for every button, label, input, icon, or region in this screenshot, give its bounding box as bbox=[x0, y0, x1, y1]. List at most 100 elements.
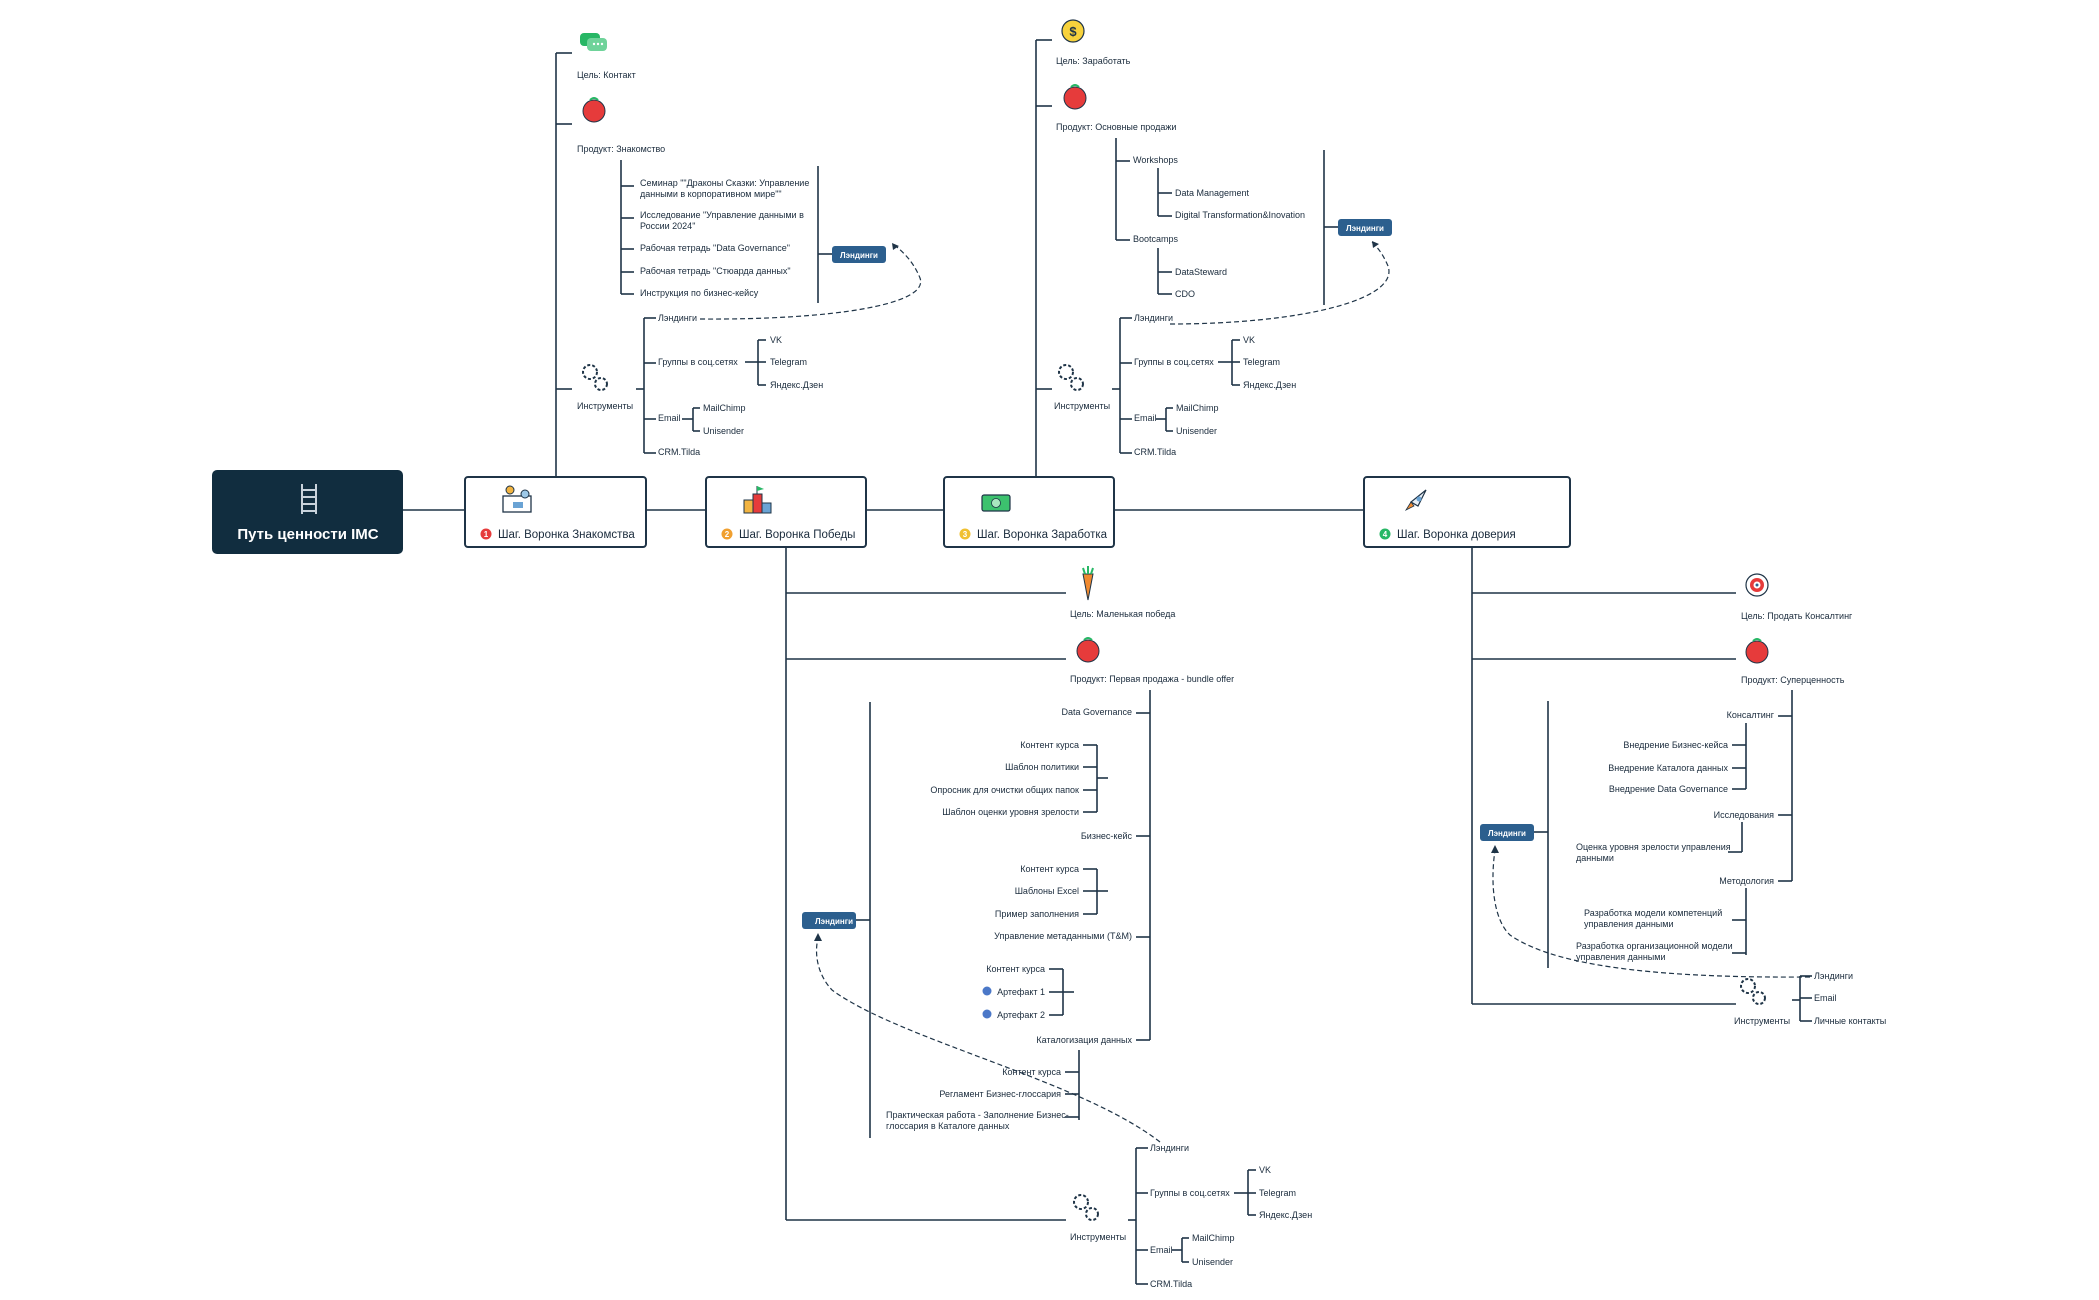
s4-tools-label: Инструменты bbox=[1734, 1016, 1790, 1026]
s4-landing-connector bbox=[1492, 849, 1811, 978]
s3-social-telegram: Telegram bbox=[1243, 357, 1280, 367]
s3-bootcamp-cdo: CDO bbox=[1175, 289, 1195, 299]
s3-workshop-data-management: Data Management bbox=[1175, 188, 1250, 198]
step-4-number: 4 bbox=[1383, 530, 1388, 539]
s1-landing-connector bbox=[699, 242, 922, 320]
podium-icon bbox=[743, 486, 772, 514]
rocket-icon bbox=[1404, 489, 1427, 511]
s1-product-item-3: Рабочая тетрадь "Data Governance" bbox=[640, 243, 790, 253]
s1-social-telegram: Telegram bbox=[770, 357, 807, 367]
question-icon bbox=[982, 986, 992, 996]
s4-method-item-1: Разработка модели компетенций управления… bbox=[1584, 908, 1725, 929]
s4-group-consulting: Консалтинг bbox=[1727, 710, 1775, 720]
s1-social-dzen: Яндекс.Дзен bbox=[770, 380, 823, 390]
s1-email-mailchimp: MailChimp bbox=[703, 403, 746, 413]
s1-tool-landings: Лэндинги bbox=[658, 313, 697, 323]
s2-goal-label: Цель: Маленькая победа bbox=[1070, 609, 1175, 619]
step-4-badge bbox=[1379, 528, 1391, 540]
tomato-icon bbox=[1745, 638, 1769, 664]
s3-tools-label: Инструменты bbox=[1054, 401, 1110, 411]
s2-md-item-2: Артефакт 1 bbox=[997, 987, 1045, 997]
s1-product-item-1: Семинар ""Драконы Сказки: Управление дан… bbox=[640, 178, 812, 199]
s2-cat-item-2: Регламент Бизнес-глоссария bbox=[939, 1089, 1061, 1099]
s2-tool-email: Email bbox=[1150, 1245, 1173, 1255]
s3-social-vk: VK bbox=[1243, 335, 1255, 345]
s3-goal-label: Цель: Заработать bbox=[1056, 56, 1131, 66]
step-3-badge bbox=[959, 528, 971, 540]
gears-icon bbox=[1058, 364, 1084, 391]
s2-landing-tag[interactable]: Лэндинги bbox=[802, 912, 856, 929]
tomato-icon bbox=[1063, 84, 1087, 110]
svg-text:$: $ bbox=[1069, 24, 1077, 39]
s1-product-label: Продукт: Знакомство bbox=[577, 144, 665, 154]
step-2-branch: Цель: Маленькая победа Продукт: Первая п… bbox=[785, 547, 1312, 1289]
s2-group-catalog: Каталогизация данных bbox=[1036, 1035, 1132, 1045]
s1-social-vk: VK bbox=[770, 335, 782, 345]
s1-landing-tag[interactable]: Лэндинги bbox=[832, 246, 886, 263]
s1-tool-crm: CRM.Tilda bbox=[658, 447, 700, 457]
carrot-icon bbox=[1082, 566, 1094, 601]
step-2-number: 2 bbox=[725, 530, 730, 539]
s3-landing-connector bbox=[1169, 241, 1390, 325]
s2-bc-item-3: Пример заполнения bbox=[995, 909, 1079, 919]
step-3-number: 3 bbox=[963, 530, 968, 539]
s2-tool-social: Группы в соц.сетях bbox=[1150, 1188, 1230, 1198]
gears-icon bbox=[1740, 978, 1766, 1005]
step-1-number: 1 bbox=[484, 530, 489, 539]
s4-goal-label: Цель: Продать Консалтинг bbox=[1741, 611, 1853, 621]
s4-group-research: Исследования bbox=[1714, 810, 1774, 820]
s3-bootcamps: Bootcamps bbox=[1133, 234, 1179, 244]
step-3-label: Шаг. Воронка Заработка bbox=[977, 529, 1108, 541]
step-2-badge bbox=[721, 528, 733, 540]
s3-tool-social: Группы в соц.сетях bbox=[1134, 357, 1214, 367]
s2-email-unisender: Unisender bbox=[1192, 1257, 1233, 1267]
step-2-label: Шаг. Воронка Победы bbox=[739, 529, 855, 541]
s4-tool-landings: Лэндинги bbox=[1814, 971, 1853, 981]
s4-method-item-2: Разработка организационной модели управл… bbox=[1576, 941, 1735, 962]
step-4-label: Шаг. Воронка доверия bbox=[1397, 529, 1516, 541]
s3-tool-crm: CRM.Tilda bbox=[1134, 447, 1176, 457]
s4-landing-tag[interactable]: Лэндинги bbox=[1480, 824, 1534, 841]
step-3-branch: $ Цель: Заработать Продукт: Основные про… bbox=[1035, 19, 1392, 477]
step-1-node[interactable]: 1 Шаг. Воронка Знакомства bbox=[464, 476, 647, 548]
step-2-node[interactable]: 2 Шаг. Воронка Победы bbox=[705, 476, 867, 548]
tomato-icon bbox=[1076, 637, 1100, 663]
s2-group-business-case: Бизнес-кейс bbox=[1081, 831, 1133, 841]
s4-cons-item-1: Внедрение Бизнес-кейса bbox=[1623, 740, 1728, 750]
step-1-branch: Цель: Контакт Продукт: Знакомство Семина… bbox=[555, 33, 922, 477]
s2-landing-connector bbox=[815, 937, 1161, 1143]
s2-email-mailchimp: MailChimp bbox=[1192, 1233, 1235, 1243]
s3-social-dzen: Яндекс.Дзен bbox=[1243, 380, 1296, 390]
step-4-node[interactable]: 4 Шаг. Воронка доверия bbox=[1363, 476, 1571, 548]
s2-dg-item-4: Шаблон оценки уровня зрелости bbox=[942, 807, 1079, 817]
step-1-badge bbox=[480, 528, 492, 540]
s1-tools-label: Инструменты bbox=[577, 401, 633, 411]
s2-social-dzen: Яндекс.Дзен bbox=[1259, 1210, 1312, 1220]
s2-social-vk: VK bbox=[1259, 1165, 1271, 1175]
svg-text:Лэндинги: Лэндинги bbox=[1488, 829, 1526, 838]
question-icon bbox=[982, 1009, 992, 1019]
s2-group-data-governance: Data Governance bbox=[1061, 707, 1132, 717]
s1-email-unisender: Unisender bbox=[703, 426, 744, 436]
svg-text:Лэндинги: Лэндинги bbox=[815, 917, 853, 926]
svg-text:Лэндинги: Лэндинги bbox=[1346, 224, 1384, 233]
ladder-icon bbox=[301, 484, 317, 514]
root-node[interactable]: Путь ценности IMC bbox=[212, 470, 403, 554]
s3-tool-email: Email bbox=[1134, 413, 1157, 423]
s2-social-telegram: Telegram bbox=[1259, 1188, 1296, 1198]
target-icon bbox=[1745, 573, 1769, 597]
s1-goal-label: Цель: Контакт bbox=[577, 70, 636, 80]
s3-workshops: Workshops bbox=[1133, 155, 1178, 165]
chat-icon bbox=[580, 33, 607, 51]
s3-email-unisender: Unisender bbox=[1176, 426, 1217, 436]
s2-md-item-3: Артефакт 2 bbox=[997, 1010, 1045, 1020]
step-3-node[interactable]: 3 Шаг. Воронка Заработка bbox=[943, 476, 1115, 548]
s2-bc-item-1: Контент курса bbox=[1020, 864, 1079, 874]
s2-tools-label: Инструменты bbox=[1070, 1232, 1126, 1242]
s3-email-mailchimp: MailChimp bbox=[1176, 403, 1219, 413]
s3-landing-tag[interactable]: Лэндинги bbox=[1338, 219, 1392, 236]
gears-icon bbox=[1073, 1194, 1099, 1221]
gears-icon bbox=[582, 364, 608, 391]
s4-tool-email: Email bbox=[1814, 993, 1837, 1003]
